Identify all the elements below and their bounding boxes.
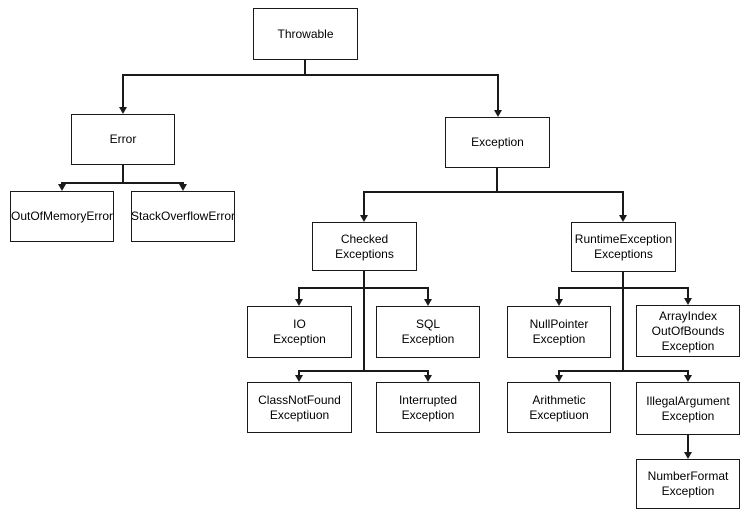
node-out-of-memory-error-label: OutOfMemoryError	[11, 209, 114, 223]
arrowhead-to-interrupted-icon	[424, 375, 432, 382]
edge-to-checked-line	[363, 191, 365, 215]
node-arithmetic-exception: Arithmetic Exceptiuon	[507, 382, 611, 433]
node-interrupted-exception: Interrupted Exception	[376, 382, 480, 433]
arrowhead-to-exception-icon	[494, 110, 502, 117]
node-array-index-out-of-bounds-label: ArrayIndex OutOfBounds Exception	[651, 308, 725, 353]
arrowhead-to-stack-overflow-icon	[179, 184, 187, 191]
edge-to-io-line	[298, 287, 300, 299]
edge-runtime-bar-2	[558, 370, 689, 372]
edge-to-arithmetic-line	[558, 370, 560, 375]
node-illegal-argument-exception-label: IllegalArgument Exception	[646, 393, 730, 423]
edge-runtime-trunk	[622, 272, 624, 371]
node-class-not-found-exception: ClassNotFound Exceptiuon	[247, 382, 352, 433]
edge-to-runtime-line	[622, 191, 624, 215]
arrowhead-to-sql-icon	[424, 299, 432, 306]
arrowhead-to-arithmetic-icon	[555, 375, 563, 382]
edge-error-bar	[61, 182, 184, 184]
arrowhead-to-class-not-found-icon	[295, 375, 303, 382]
edge-to-exception-line	[497, 74, 499, 110]
node-illegal-argument-exception: IllegalArgument Exception	[636, 382, 740, 435]
node-throwable: Throwable	[253, 8, 358, 60]
arrowhead-to-array-index-icon	[684, 298, 692, 305]
edge-to-error-line	[122, 74, 124, 107]
edge-checked-trunk	[363, 271, 365, 372]
node-error-label: Error	[109, 132, 137, 146]
node-checked-exceptions: Checked Exceptions	[312, 222, 417, 271]
node-class-not-found-exception-label: ClassNotFound Exceptiuon	[258, 392, 341, 422]
node-number-format-exception: NumberFormat Exception	[636, 459, 740, 509]
node-out-of-memory-error: OutOfMemoryError	[10, 191, 114, 242]
node-io-exception-label: IO Exception	[273, 317, 326, 346]
arrowhead-to-illegal-argument-icon	[684, 375, 692, 382]
edge-exception-trunk	[496, 167, 498, 193]
edge-checked-bar-2	[298, 370, 429, 372]
edge-to-class-not-found-line	[298, 370, 300, 375]
edge-error-trunk	[122, 165, 124, 184]
node-runtime-exception: RuntimeException Exceptions	[571, 222, 676, 272]
node-checked-exceptions-label: Checked Exceptions	[335, 231, 394, 261]
node-error: Error	[71, 114, 175, 165]
node-array-index-out-of-bounds: ArrayIndex OutOfBounds Exception	[636, 305, 740, 357]
arrowhead-to-out-of-memory-icon	[58, 184, 66, 191]
edge-to-number-format-line	[687, 435, 689, 452]
node-exception: Exception	[445, 117, 550, 168]
node-null-pointer-exception: NullPointer Exception	[507, 306, 611, 358]
edge-to-array-index-line	[687, 287, 689, 298]
node-sql-exception: SQL Exception	[376, 306, 480, 358]
arrowhead-to-error-icon	[119, 107, 127, 114]
edge-throwable-bar	[122, 74, 499, 76]
node-io-exception: IO Exception	[247, 306, 352, 358]
node-exception-label: Exception	[471, 135, 524, 149]
edge-runtime-bar-1	[558, 287, 689, 289]
node-number-format-exception-label: NumberFormat Exception	[647, 469, 729, 498]
node-sql-exception-label: SQL Exception	[401, 317, 455, 346]
node-null-pointer-exception-label: NullPointer Exception	[529, 317, 589, 346]
arrowhead-to-checked-icon	[360, 215, 368, 222]
edge-to-null-pointer-line	[558, 287, 560, 299]
edge-throwable-trunk	[304, 60, 306, 75]
node-runtime-exception-label: RuntimeException Exceptions	[574, 232, 673, 261]
edge-to-interrupted-line	[427, 370, 429, 375]
arrowhead-to-number-format-icon	[684, 452, 692, 459]
edge-to-sql-line	[427, 287, 429, 299]
node-interrupted-exception-label: Interrupted Exception	[398, 392, 458, 422]
edge-exception-bar	[363, 191, 624, 193]
node-arithmetic-exception-label: Arithmetic Exceptiuon	[529, 392, 589, 422]
edge-to-illegal-argument-line	[687, 370, 689, 375]
edge-checked-bar-1	[298, 287, 429, 289]
arrowhead-to-io-icon	[295, 299, 303, 306]
node-throwable-label: Throwable	[277, 26, 334, 41]
arrowhead-to-runtime-icon	[619, 215, 627, 222]
node-stack-overflow-error-label: StackOverflowError	[130, 209, 236, 223]
arrowhead-to-null-pointer-icon	[555, 299, 563, 306]
node-stack-overflow-error: StackOverflowError	[131, 191, 235, 242]
